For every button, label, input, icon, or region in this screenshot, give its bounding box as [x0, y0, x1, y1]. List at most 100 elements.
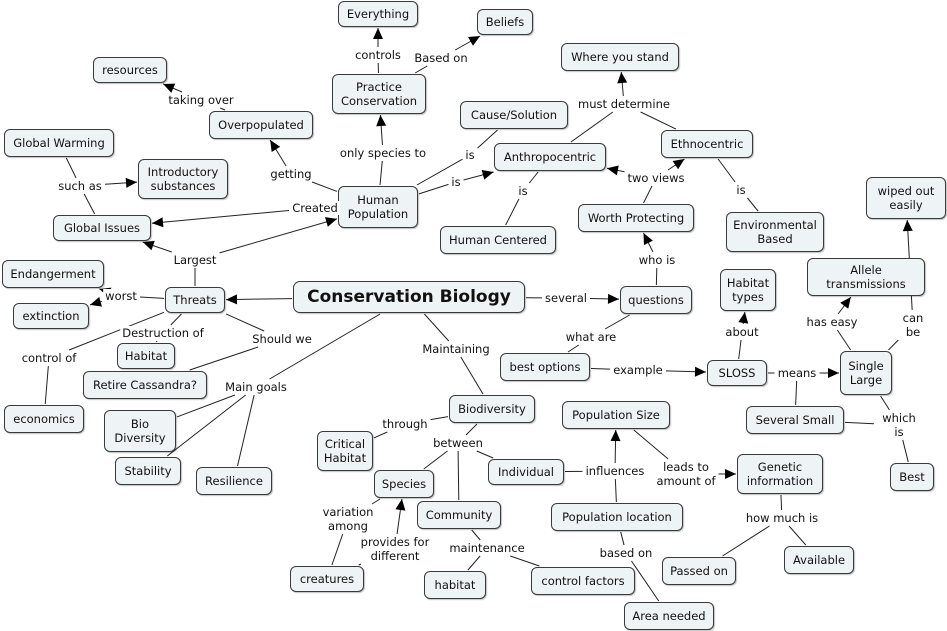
concept-beliefs[interactable]: Beliefs	[477, 9, 533, 35]
concept-critical[interactable]: Critical Habitat	[317, 431, 373, 471]
concept-available[interactable]: Available	[784, 546, 854, 574]
connector-anthro-mustdetermine	[570, 111, 614, 143]
concept-creatures[interactable]: creatures	[290, 566, 364, 592]
concept-overpop[interactable]: Overpopulated	[209, 111, 313, 139]
arrowhead-icon	[376, 115, 387, 127]
concept-allele[interactable]: Allele transmissions	[807, 258, 925, 296]
concept-best[interactable]: Best	[890, 463, 934, 491]
connector-maintenance-habitat2	[467, 555, 481, 571]
arrowhead-icon	[142, 240, 155, 251]
connector-species-variation	[371, 498, 381, 505]
concept-biodiversity[interactable]: Biodiversity	[449, 395, 535, 423]
link-label-canbe: can be	[896, 311, 930, 339]
concept-habitat[interactable]: Habitat	[117, 343, 175, 369]
concept-species[interactable]: Species	[374, 470, 434, 498]
arrowhead-icon	[90, 297, 102, 307]
connector-largest-humanpop	[219, 218, 338, 254]
connector-through-critical	[373, 431, 388, 439]
concept-economics[interactable]: economics	[4, 405, 84, 433]
concept-habitattypes[interactable]: Habitat types	[720, 269, 776, 311]
connector-bestopt-example	[590, 367, 611, 370]
arrowhead-icon	[738, 312, 749, 324]
concept-passedon[interactable]: Passed on	[662, 557, 736, 585]
concept-sloss[interactable]: SLOSS	[707, 360, 767, 386]
concept-areaneeded[interactable]: Area needed	[624, 602, 714, 630]
connector-howmuch-passedon	[722, 525, 770, 557]
connector-threats-shouldwe	[225, 313, 265, 332]
concept-resilience[interactable]: Resilience	[196, 467, 272, 495]
concept-everything[interactable]: Everything	[338, 1, 418, 27]
connector-anthro-is3	[528, 171, 539, 184]
concept-retire[interactable]: Retire Cassandra?	[83, 371, 207, 399]
connector-destruction-habitat	[155, 340, 158, 343]
arrowhead-icon	[325, 217, 337, 227]
arrowhead-icon	[607, 293, 619, 304]
concept-threats[interactable]: Threats	[165, 287, 225, 313]
concept-intro[interactable]: Introductory substances	[138, 159, 228, 199]
connector-maingoals-resilience	[237, 394, 255, 467]
concept-envbased[interactable]: Environmental Based	[726, 212, 824, 252]
connector-humanpop-getting	[311, 181, 338, 192]
link-label-onlyspecies: only species to	[337, 146, 429, 160]
link-label-twoviews: two views	[625, 171, 687, 185]
concept-severalsmall[interactable]: Several Small	[746, 406, 844, 434]
link-label-suchas: such as	[56, 179, 104, 193]
concept-popsize[interactable]: Population Size	[562, 401, 670, 429]
concept-community[interactable]: Community	[417, 501, 501, 529]
connector-between-species	[423, 450, 448, 470]
arrowhead-icon	[694, 366, 706, 377]
link-label-whois: who is	[636, 253, 678, 267]
link-label-means: means	[775, 366, 819, 380]
concept-extinction[interactable]: extinction	[13, 303, 89, 329]
concept-humancentered[interactable]: Human Centered	[440, 226, 556, 254]
link-label-controlof: control of	[19, 351, 79, 365]
connector-humanpop-onlyspecies	[379, 160, 383, 186]
link-label-whichis: which is	[875, 411, 923, 439]
concept-questions[interactable]: questions	[620, 286, 692, 314]
concept-poploc[interactable]: Population location	[551, 503, 683, 531]
concept-globalissues[interactable]: Global Issues	[53, 215, 151, 241]
link-label-provides: provides for different	[358, 535, 432, 563]
connector-maintenance-control	[510, 555, 540, 567]
link-label-is3: is	[516, 184, 530, 198]
concept-practice[interactable]: Practice Conservation	[332, 74, 426, 114]
connector-between-individual	[476, 450, 494, 459]
connector-maintaining-biodiversity	[460, 356, 484, 395]
concept-globalwarm[interactable]: Global Warming	[4, 129, 114, 157]
connector-poploc-influences	[614, 478, 617, 503]
concept-worth[interactable]: Worth Protecting	[578, 204, 694, 232]
arrowhead-icon	[373, 28, 383, 39]
link-label-largest: Largest	[171, 253, 219, 267]
connector-suchas-globalwarm	[65, 157, 77, 179]
arrowhead-icon	[270, 140, 281, 152]
link-label-worst: worst	[103, 289, 139, 303]
concept-bestopt[interactable]: best options	[500, 353, 590, 381]
connector-basedon2-areaneeded	[631, 560, 660, 602]
concept-anthro[interactable]: Anthropocentric	[494, 143, 606, 171]
concept-genetic[interactable]: Genetic information	[737, 454, 823, 494]
connector-controlof-economics	[44, 365, 49, 405]
concept-humanpop[interactable]: Human Population	[338, 186, 418, 228]
concept-individual[interactable]: Individual	[488, 459, 564, 485]
connector-biodiversity-between	[465, 423, 478, 436]
concept-endanger[interactable]: Endangerment	[2, 260, 104, 288]
connector-sloss-about	[738, 339, 742, 360]
arrowhead-icon	[163, 83, 176, 93]
concept-wipedout[interactable]: wiped out easily	[866, 177, 946, 219]
concept-bio[interactable]: Bio Diversity	[104, 410, 176, 452]
connector-created-globalissues	[151, 209, 290, 224]
concept-habitat2[interactable]: habitat	[424, 571, 486, 599]
connector-overpop-takingover	[220, 107, 226, 111]
concept-resources[interactable]: resources	[93, 57, 167, 83]
connector-threats-controlof	[68, 311, 165, 351]
concept-where[interactable]: Where you stand	[561, 43, 679, 71]
connector-maingoals-stability	[166, 394, 247, 457]
concept-causesol[interactable]: Cause/Solution	[460, 101, 568, 129]
concept-stability[interactable]: Stability	[115, 457, 181, 485]
concept-control[interactable]: control factors	[531, 567, 635, 595]
link-label-about: about	[723, 325, 761, 339]
concept-single[interactable]: Single Large	[840, 351, 892, 395]
concept-conservbio[interactable]: Conservation Biology	[293, 281, 525, 313]
concept-ethno[interactable]: Ethnocentric	[661, 130, 753, 158]
